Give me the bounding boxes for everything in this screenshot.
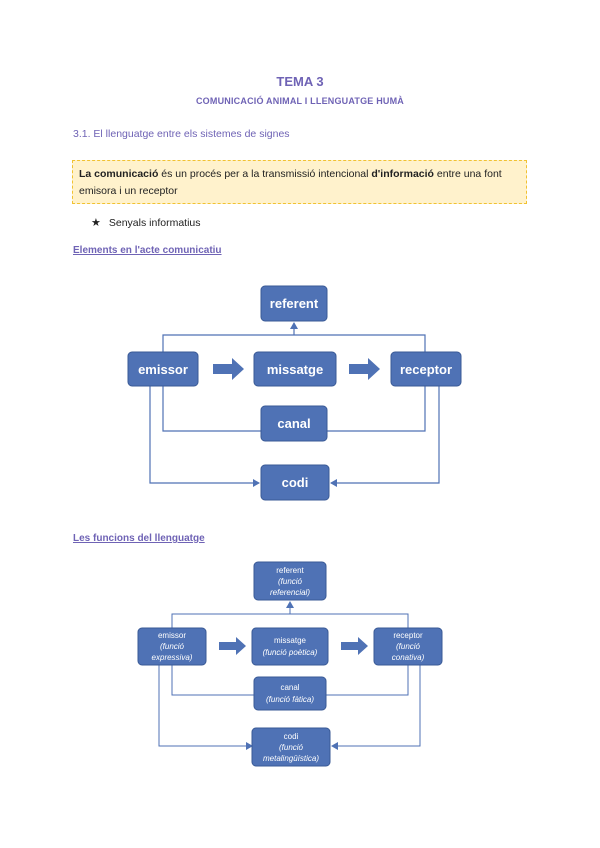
d2-node-receptor: receptor (funció conativa) bbox=[373, 627, 443, 666]
page-title: TEMA 3 bbox=[276, 74, 324, 89]
d2-label-codi: codi bbox=[284, 732, 299, 741]
d2-fn2-codi: metalingüística) bbox=[263, 754, 319, 763]
d2-arrow-to-codi-right bbox=[331, 665, 421, 750]
bullet-item: ★ Senyals informatius bbox=[91, 216, 201, 229]
d2-block-arrow-2 bbox=[341, 637, 368, 655]
d2-fn-canal: (funció fàtica) bbox=[266, 695, 314, 704]
d1-node-referent: referent bbox=[260, 285, 328, 322]
d1-label-receptor: receptor bbox=[400, 362, 452, 377]
d2-line-top bbox=[171, 613, 409, 628]
diagram2: referent (funció referencial) emissor (f… bbox=[137, 561, 443, 767]
page-subtitle: COMUNICACIÓ ANIMAL I LLENGUATGE HUMÀ bbox=[195, 96, 405, 106]
d2-node-missatge: missatge (funció poètica) bbox=[251, 627, 329, 666]
d2-line-canal bbox=[171, 665, 254, 696]
d2-node-codi: codi (funció metalingüística) bbox=[251, 727, 331, 767]
definition-text-1: és un procés per a la transmissió intenc… bbox=[158, 168, 372, 180]
d2-fn2-emissor: expressiva) bbox=[152, 653, 193, 662]
d1-label-canal: canal bbox=[277, 416, 310, 431]
d1-block-arrow-1 bbox=[213, 358, 244, 380]
d2-label-missatge: missatge bbox=[274, 636, 307, 645]
d2-fn-codi: (funció bbox=[279, 743, 304, 752]
d2-fn-receptor: (funció bbox=[396, 642, 421, 651]
d2-fn2-referent: referencial) bbox=[270, 588, 310, 597]
bullet-text: Senyals informatius bbox=[108, 217, 201, 229]
d1-label-emissor: emissor bbox=[138, 362, 188, 377]
d2-fn-referent: (funció bbox=[278, 577, 303, 586]
d1-label-missatge: missatge bbox=[267, 362, 323, 377]
d1-arrow-to-codi-right bbox=[330, 386, 440, 487]
d1-node-emissor: emissor bbox=[127, 351, 199, 387]
star-icon: ★ bbox=[91, 217, 101, 229]
definition-box: La comunicació és un procés per a la tra… bbox=[72, 160, 527, 204]
d1-node-receptor: receptor bbox=[390, 351, 462, 387]
d2-block-arrow-1 bbox=[219, 637, 246, 655]
d1-node-canal: canal bbox=[260, 405, 328, 442]
d1-line-top bbox=[162, 334, 426, 352]
d2-arrow-to-codi-left bbox=[158, 665, 253, 750]
d1-line-canal-right bbox=[327, 386, 426, 432]
d2-line-canal-right bbox=[326, 665, 409, 696]
section-heading: 3.1. El llenguatge entre els sistemes de… bbox=[73, 128, 290, 140]
d2-fn-missatge: (funció poètica) bbox=[263, 648, 318, 657]
d2-label-referent: referent bbox=[276, 566, 304, 575]
d1-line-canal bbox=[162, 386, 261, 432]
d2-fn2-receptor: conativa) bbox=[392, 653, 425, 662]
d2-node-canal: canal (funció fàtica) bbox=[253, 676, 327, 711]
definition-text-2: entre una font emisora i un receptor bbox=[79, 168, 502, 197]
d1-node-codi: codi bbox=[260, 464, 330, 501]
d2-label-receptor: receptor bbox=[393, 631, 423, 640]
d2-fn-emissor: (funció bbox=[160, 642, 185, 651]
d2-node-emissor: emissor (funció expressiva) bbox=[137, 627, 207, 666]
d1-arrow-to-codi-left bbox=[149, 386, 260, 487]
d1-label-codi: codi bbox=[282, 475, 309, 490]
diagram1-heading: Elements en l'acte comunicatiu bbox=[73, 245, 222, 256]
d2-label-canal: canal bbox=[280, 683, 299, 692]
definition-term: La comunicació bbox=[79, 168, 159, 180]
diagram1: referent emissor missatge receptor canal… bbox=[127, 285, 462, 501]
diagram2-heading: Les funcions del llenguatge bbox=[73, 533, 205, 544]
d2-label-emissor: emissor bbox=[158, 631, 186, 640]
d1-block-arrow-2 bbox=[349, 358, 380, 380]
d1-label-referent: referent bbox=[270, 296, 319, 311]
definition-term-2: d'informació bbox=[371, 168, 434, 180]
d2-node-referent: referent (funció referencial) bbox=[253, 561, 327, 601]
d1-node-missatge: missatge bbox=[253, 351, 337, 387]
